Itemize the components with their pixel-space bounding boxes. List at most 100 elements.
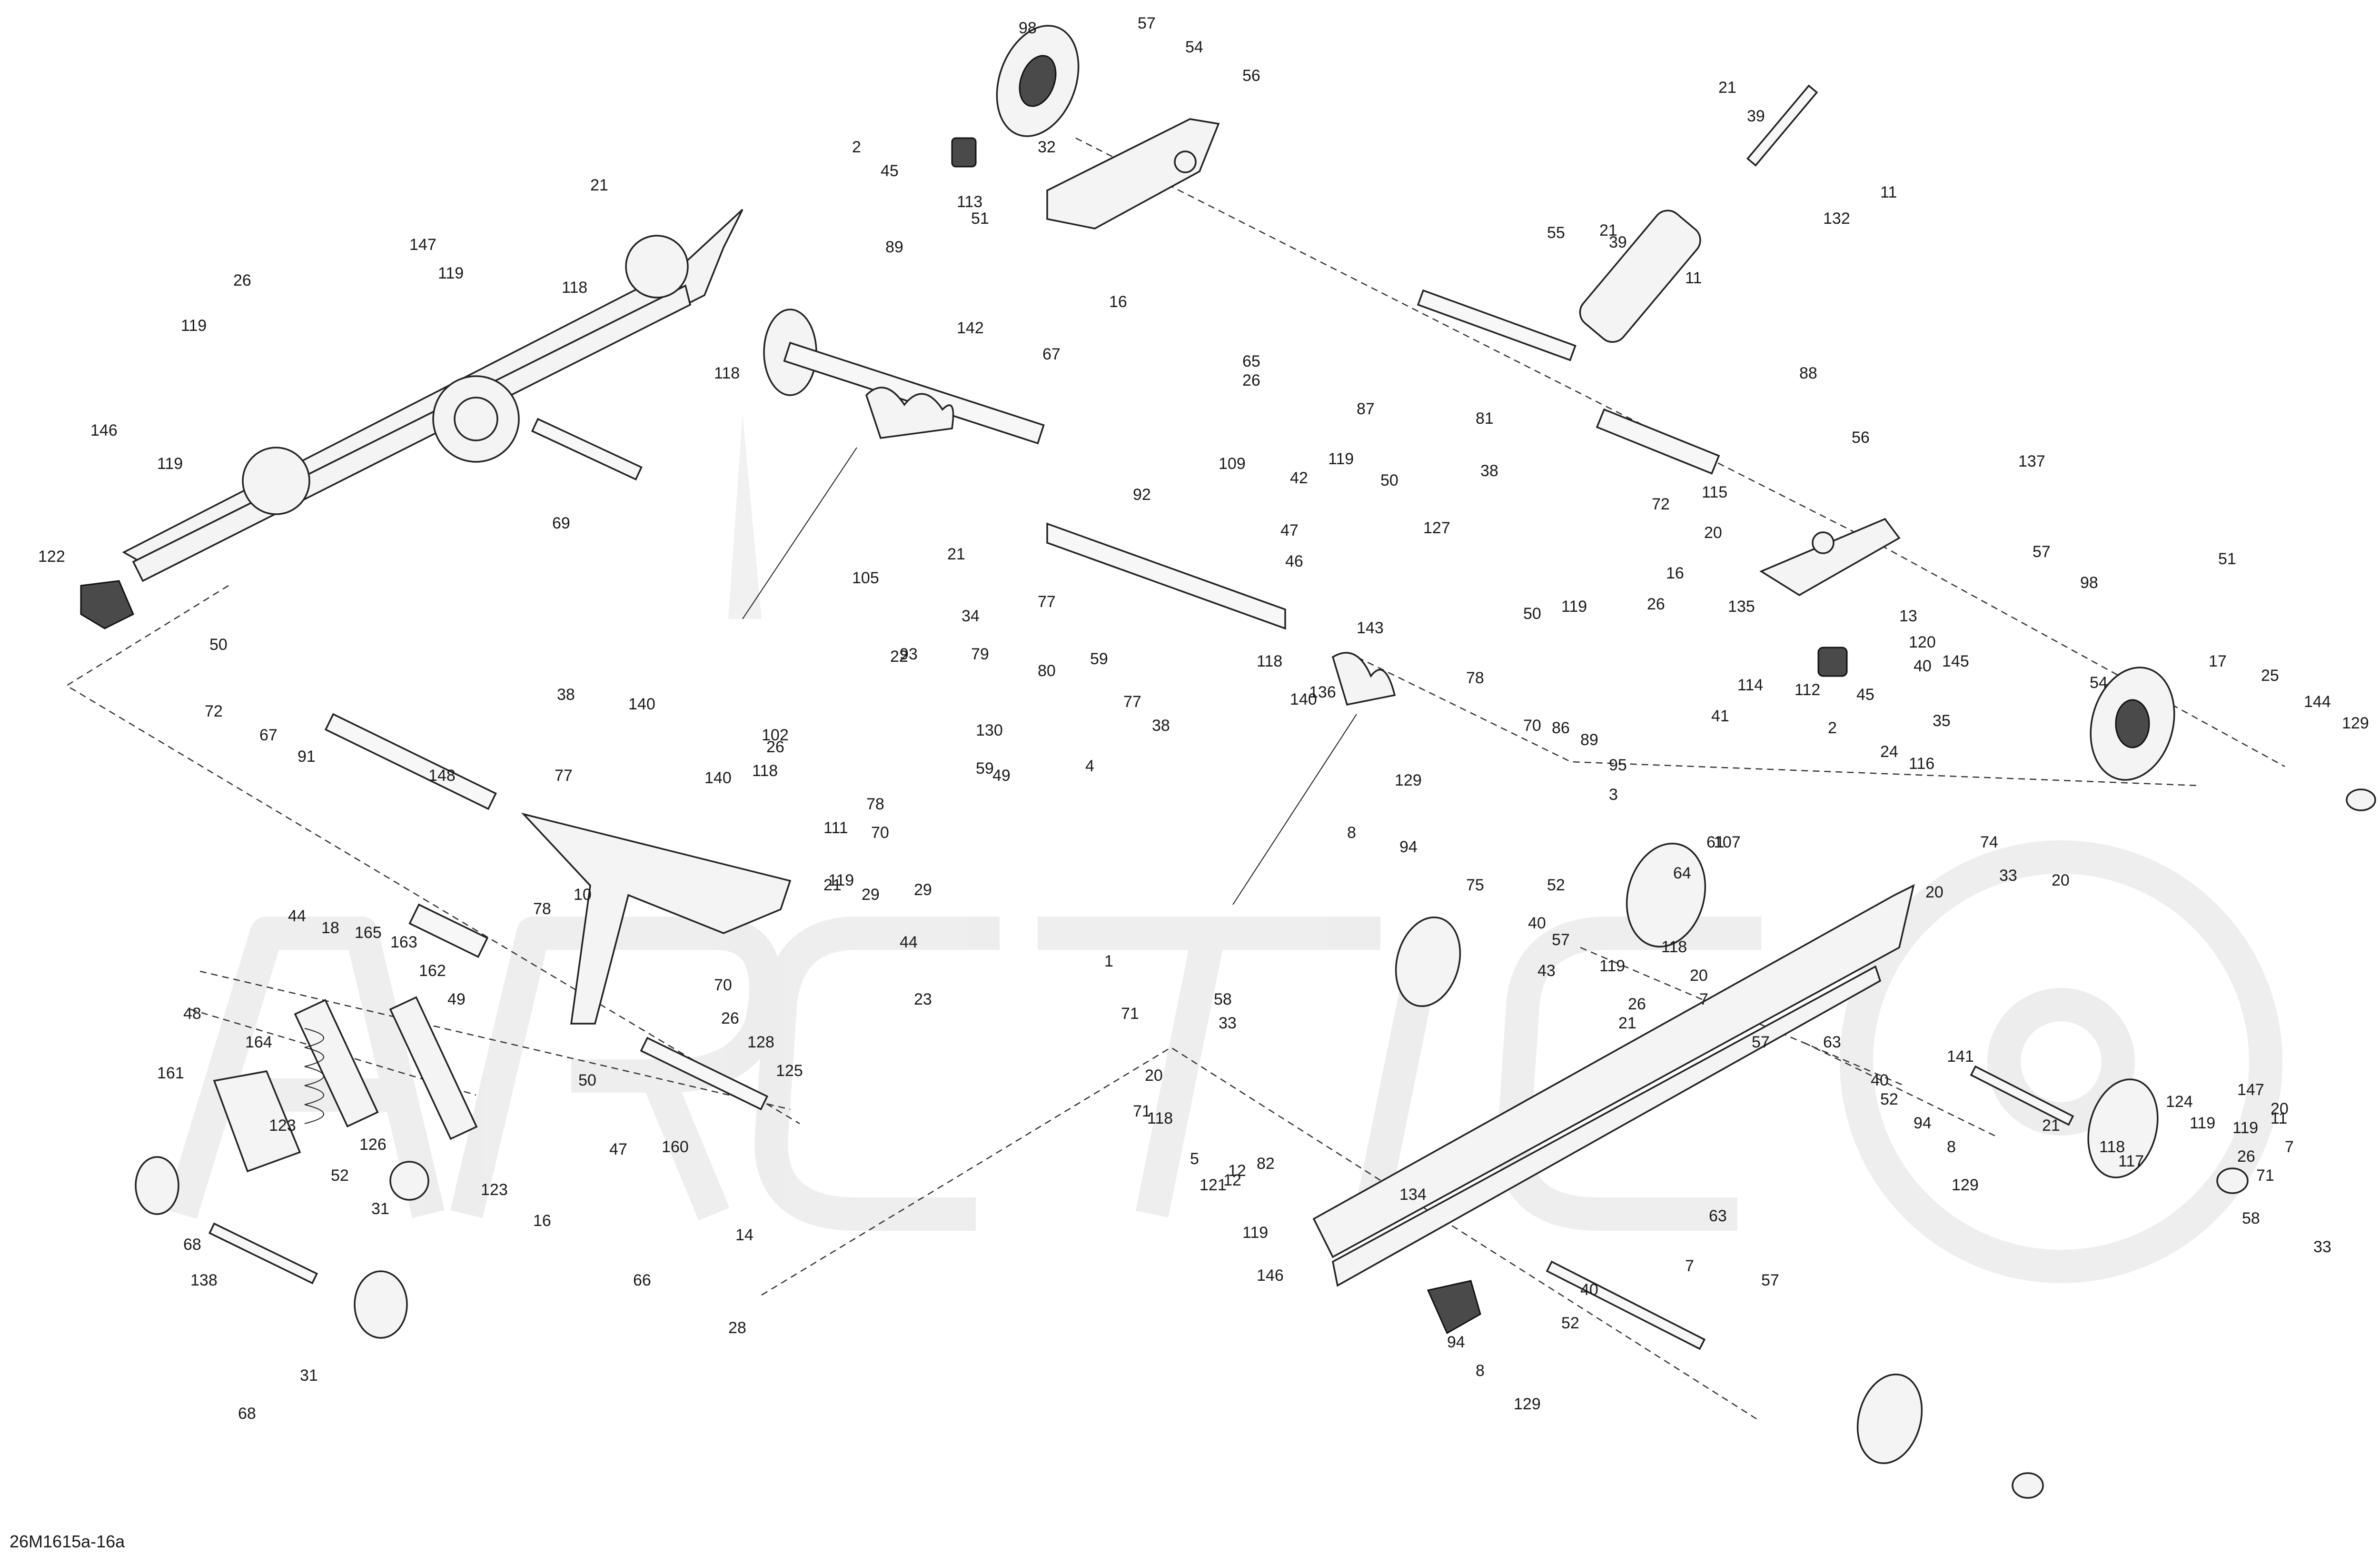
callout-81: 81 <box>1476 409 1494 428</box>
callout-40: 40 <box>1914 657 1932 675</box>
callout-147: 147 <box>2237 1081 2264 1099</box>
callout-17: 17 <box>2209 652 2227 670</box>
callout-118: 118 <box>2099 1138 2125 1156</box>
callout-78: 78 <box>533 900 551 918</box>
callout-107: 107 <box>1714 833 1741 851</box>
callout-132: 132 <box>1823 209 1850 228</box>
callout-118: 118 <box>1257 652 1282 670</box>
callout-57: 57 <box>1752 1033 1770 1051</box>
callout-137: 137 <box>2018 452 2045 470</box>
callout-118: 118 <box>714 364 740 382</box>
callout-56: 56 <box>1852 429 1870 447</box>
callout-129: 129 <box>1395 771 1422 789</box>
callout-8: 8 <box>1947 1138 1956 1156</box>
callout-119: 119 <box>2232 1119 2258 1137</box>
callout-164: 164 <box>245 1033 272 1051</box>
callout-122: 122 <box>38 548 65 566</box>
callout-49: 49 <box>447 990 466 1008</box>
callout-20: 20 <box>1925 883 1944 901</box>
callout-13: 13 <box>1899 607 1917 625</box>
callout-52: 52 <box>1561 1314 1579 1332</box>
callout-24: 24 <box>1880 743 1898 761</box>
callout-25: 25 <box>2261 667 2279 685</box>
callout-78: 78 <box>866 795 884 813</box>
callout-123: 123 <box>269 1116 296 1135</box>
callout-120: 120 <box>1909 633 1936 651</box>
callout-144: 144 <box>2304 693 2331 711</box>
callout-18: 18 <box>321 919 339 937</box>
callout-66: 66 <box>633 1271 651 1289</box>
callout-70: 70 <box>714 976 732 994</box>
callout-113: 113 <box>957 193 982 211</box>
callout-52: 52 <box>1547 876 1565 894</box>
callout-40: 40 <box>1871 1071 1889 1089</box>
callout-44: 44 <box>288 907 306 925</box>
callout-121: 121 <box>1200 1176 1227 1194</box>
callout-54: 54 <box>2090 674 2108 692</box>
callout-48: 48 <box>183 1005 201 1023</box>
callout-2: 2 <box>1828 719 1837 737</box>
callout-33: 33 <box>1219 1014 1237 1032</box>
callout-26: 26 <box>766 738 784 756</box>
callout-7: 7 <box>2285 1138 2294 1156</box>
callout-46: 46 <box>1285 552 1303 570</box>
front-arm-assembly <box>324 713 792 1111</box>
rear-idler-assembly <box>1759 518 2376 811</box>
callout-67: 67 <box>259 726 278 744</box>
callout-49: 49 <box>992 767 1011 785</box>
callout-91: 91 <box>298 748 316 766</box>
callout-70: 70 <box>871 824 889 842</box>
callout-147: 147 <box>409 236 436 254</box>
callout-7: 7 <box>1685 1257 1694 1275</box>
callout-140: 140 <box>628 695 655 713</box>
callout-38: 38 <box>557 686 575 704</box>
callout-119: 119 <box>828 871 854 889</box>
callout-21: 21 <box>1718 79 1736 97</box>
callout-119: 119 <box>1561 598 1587 616</box>
callout-56: 56 <box>1242 67 1260 85</box>
callout-26: 26 <box>233 271 251 289</box>
callout-136: 136 <box>1309 683 1336 701</box>
callout-119: 119 <box>157 455 183 473</box>
left-rail-assembly <box>80 209 744 629</box>
callout-57: 57 <box>1761 1271 1779 1289</box>
callout-77: 77 <box>1038 593 1056 611</box>
callout-68: 68 <box>238 1405 256 1423</box>
callout-51: 51 <box>2218 550 2236 568</box>
shock-absorber <box>135 996 478 1339</box>
callout-57: 57 <box>2033 543 2051 561</box>
callout-128: 128 <box>747 1033 774 1051</box>
callout-43: 43 <box>1537 962 1556 980</box>
callout-59: 59 <box>976 759 994 778</box>
callout-116: 116 <box>1909 755 1934 773</box>
callout-50: 50 <box>578 1071 596 1089</box>
callout-26: 26 <box>721 1009 739 1027</box>
callout-111: 111 <box>823 819 848 837</box>
callout-14: 14 <box>735 1226 754 1244</box>
callout-26: 26 <box>1628 995 1646 1013</box>
callout-12: 12 <box>1223 1171 1241 1189</box>
callout-26: 26 <box>1242 371 1260 389</box>
callout-148: 148 <box>428 767 456 785</box>
callout-135: 135 <box>1728 598 1755 616</box>
callout-58: 58 <box>1214 990 1232 1008</box>
callout-50: 50 <box>209 636 228 654</box>
callout-21: 21 <box>823 876 842 894</box>
callout-69: 69 <box>552 514 570 532</box>
callout-47: 47 <box>609 1140 627 1158</box>
callout-119: 119 <box>1242 1224 1268 1242</box>
callout-117: 117 <box>2118 1152 2144 1170</box>
callout-16: 16 <box>533 1212 551 1230</box>
callout-146: 146 <box>90 421 118 439</box>
callout-141: 141 <box>1947 1047 1974 1066</box>
right-rail-assembly <box>1312 842 2249 1499</box>
callout-34: 34 <box>962 607 980 625</box>
callout-63: 63 <box>1709 1207 1727 1225</box>
callout-21: 21 <box>590 176 608 194</box>
callout-4: 4 <box>1085 757 1094 775</box>
callout-59: 59 <box>1090 650 1108 668</box>
callout-68: 68 <box>183 1236 201 1254</box>
callout-162: 162 <box>419 962 446 980</box>
